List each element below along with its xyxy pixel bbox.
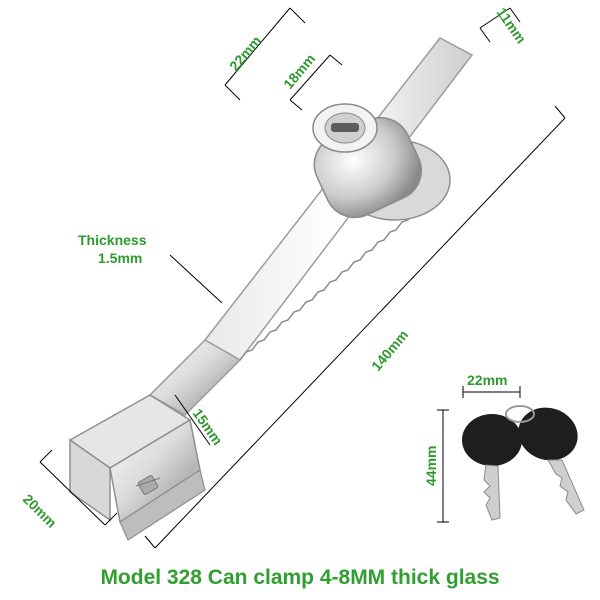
key-height-label: 44mm	[423, 446, 439, 486]
dim-18mm: 18mm	[280, 51, 318, 92]
key-head-right	[518, 407, 578, 461]
key-ring	[505, 405, 535, 423]
thickness-value: 1.5mm	[98, 250, 142, 266]
dim-140mm: 140mm	[368, 327, 411, 374]
lock-cylinder	[312, 103, 451, 221]
lock-bar	[148, 37, 474, 416]
product-caption: Model 328 Can clamp 4-8MM thick glass	[100, 566, 500, 589]
u-clamp	[68, 394, 206, 541]
key-width-label: 22mm	[467, 372, 507, 388]
key-head-left	[462, 414, 522, 466]
dimension-lines	[39, 7, 566, 549]
dim-22mm-top: 22mm	[226, 33, 264, 74]
keyhole	[331, 123, 359, 132]
keys	[462, 405, 585, 521]
serrated-edge	[239, 211, 415, 361]
dim-20mm: 20mm	[20, 491, 60, 531]
thickness-label: Thickness	[78, 232, 147, 248]
dim-11mm: 11mm	[494, 5, 530, 47]
